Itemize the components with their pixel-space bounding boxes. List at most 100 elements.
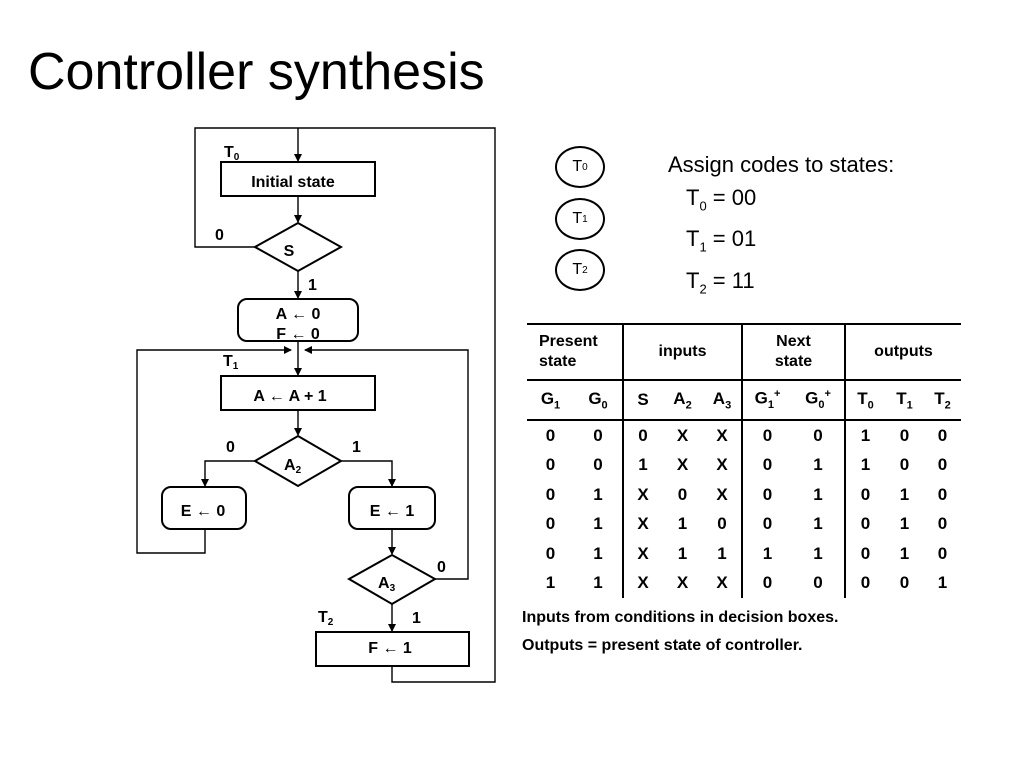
a3-yes-label: 1 — [412, 610, 421, 627]
table-cell: 1 — [899, 543, 910, 563]
column-header: G1 — [527, 379, 574, 421]
table-cell: 1 — [741, 539, 792, 569]
a3-no-label: 0 — [437, 559, 446, 576]
table-cell: 1 — [593, 514, 603, 534]
column-header: G1+ — [741, 379, 792, 421]
assign-line-t1: T1 = 01 — [686, 226, 757, 255]
table-cell: 1 — [545, 573, 556, 593]
table-cell: X — [716, 573, 728, 593]
table-cell: 0 — [844, 480, 885, 510]
table-cell: X — [676, 455, 689, 475]
increment-a-box — [220, 375, 376, 411]
state-label-t1: T1 — [223, 353, 239, 372]
table-cell: X — [622, 480, 662, 510]
assign-line-t2: T2 = 11 — [686, 267, 755, 297]
column-header: T1 — [885, 379, 924, 421]
table-cell: 0 — [813, 573, 823, 593]
initial-state-box — [220, 161, 376, 197]
table-cell: 1 — [899, 514, 910, 534]
a2-no-label: 0 — [226, 439, 235, 456]
assign-f0-label: F ← 0 — [276, 326, 320, 343]
table-cell: 1 — [593, 543, 603, 563]
note-outputs: Outputs = present state of controller. — [522, 637, 803, 654]
table-cell: X — [716, 455, 728, 475]
s-no-label: 0 — [215, 227, 224, 244]
header-outputs: outputs — [844, 323, 961, 380]
table-cell: 1 — [899, 484, 910, 504]
assign-f1-box — [315, 631, 470, 667]
table-cell: 0 — [545, 425, 556, 445]
column-header: T2 — [924, 379, 961, 421]
table-cell: 0 — [937, 543, 948, 563]
table-cell: 0 — [844, 539, 885, 569]
column-header: S — [622, 379, 662, 421]
table-cell: 0 — [741, 568, 792, 598]
state-code-assignment: Assign codes to states: T0 = 00 T1 = 01 … — [668, 148, 894, 305]
column-header: A3 — [703, 379, 742, 421]
a2-no-arrow — [201, 460, 255, 487]
table-cell: 0 — [545, 543, 556, 563]
loop-e0-back — [136, 346, 292, 554]
table-cell: 0 — [741, 509, 792, 539]
table-cell: 0 — [677, 484, 688, 504]
table-cell: 0 — [899, 425, 910, 445]
assign-line-t0: T0 = 00 — [686, 185, 757, 214]
assign-e0-box — [161, 486, 247, 530]
table-cell: 0 — [844, 568, 885, 598]
table-cell: 0 — [593, 455, 603, 475]
table-cell: 1 — [844, 420, 885, 451]
decision-a3 — [346, 553, 438, 606]
decision-a3-label: A3 — [378, 575, 396, 594]
assign-f1-label: F ← 1 — [368, 640, 412, 657]
table-cell: 0 — [899, 573, 910, 593]
table-cell: X — [716, 484, 728, 504]
table-cell: 0 — [844, 509, 885, 539]
state-label-t2: T2 — [318, 609, 334, 628]
table-cell: 0 — [545, 514, 556, 534]
table-cell: 1 — [813, 514, 823, 534]
table-cell: X — [676, 573, 689, 593]
table-cell: 0 — [741, 420, 792, 451]
column-header: G0 — [574, 379, 623, 421]
table-cell: 1 — [813, 455, 823, 475]
increment-a-label: A ← A + 1 — [253, 388, 326, 405]
table-cell: 0 — [937, 425, 948, 445]
table-cell: 0 — [593, 425, 603, 445]
initial-state-label: Initial state — [251, 174, 335, 191]
table-cell: 0 — [741, 480, 792, 510]
table-notes: Inputs from conditions in decision boxes… — [522, 604, 838, 660]
table-cell: 1 — [844, 450, 885, 480]
a2-yes-label: 1 — [352, 439, 361, 456]
table-cell: 1 — [593, 573, 603, 593]
table-cell: 0 — [899, 455, 910, 475]
decision-s-label: S — [284, 243, 295, 260]
table-cell: 0 — [813, 425, 823, 445]
decision-s — [252, 221, 344, 273]
table-cell: 1 — [717, 543, 727, 563]
table-cell: X — [622, 509, 662, 539]
assign-a0-label: A ← 0 — [276, 306, 321, 323]
table-cell: 0 — [937, 455, 948, 475]
table-cell: 1 — [937, 573, 948, 593]
assign-e1-label: E ← 1 — [370, 503, 415, 520]
table-cell: X — [622, 568, 662, 598]
column-header: A2 — [662, 379, 703, 421]
return-to-t0 — [298, 127, 496, 683]
table-cell: 0 — [622, 420, 662, 451]
table-cell: 1 — [813, 484, 823, 504]
decision-a2 — [253, 434, 343, 488]
a2-yes-arrow — [341, 460, 396, 487]
table-cell: 0 — [545, 484, 556, 504]
s-yes-label: 1 — [308, 277, 317, 294]
